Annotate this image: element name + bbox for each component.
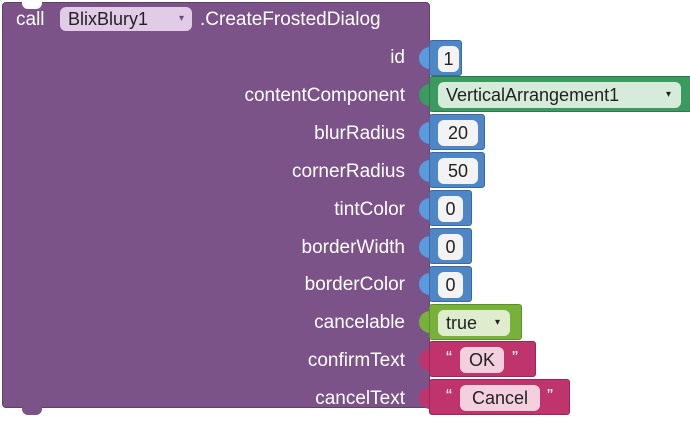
logic-block-cancelable[interactable]: true ▾: [429, 304, 522, 340]
socket-cancelable: [419, 311, 431, 333]
block-top-notch: [22, 2, 42, 9]
socket-content-component: [419, 84, 431, 106]
close-quote-icon: ”: [512, 348, 518, 368]
param-label-border-color: borderColor: [304, 274, 405, 295]
component-dropdown[interactable]: BlixBlury1 ▾: [60, 7, 192, 31]
param-label-blur-radius: blurRadius: [314, 123, 405, 144]
param-label-cancelable: cancelable: [314, 312, 405, 333]
dropdown-arrow-icon: ▾: [494, 317, 500, 328]
call-block[interactable]: [2, 2, 430, 408]
number-block-id[interactable]: 1: [429, 40, 462, 76]
component-field-content[interactable]: VerticalArrangement1 ▾: [438, 82, 681, 108]
param-label-content-component: contentComponent: [244, 85, 405, 106]
param-label-corner-radius: cornerRadius: [292, 161, 405, 182]
text-field-cancel[interactable]: Cancel: [460, 385, 540, 411]
socket-tint-color: [419, 198, 431, 220]
dropdown-arrow-icon: ▾: [178, 13, 184, 24]
socket-id: [419, 47, 431, 69]
component-block-content[interactable]: VerticalArrangement1 ▾: [429, 76, 690, 112]
number-block-tint-color[interactable]: 0: [429, 190, 472, 226]
logic-field-cancelable[interactable]: true ▾: [438, 310, 510, 336]
number-field-tint-color[interactable]: 0: [438, 196, 463, 222]
number-field-blur-radius[interactable]: 20: [438, 120, 478, 146]
param-label-id: id: [390, 47, 405, 68]
number-block-corner-radius[interactable]: 50: [429, 152, 485, 188]
param-label-cancel-text: cancelText: [315, 388, 405, 409]
text-block-confirm[interactable]: “ OK ”: [429, 341, 536, 377]
call-label: call: [16, 9, 45, 30]
method-name: .CreateFrostedDialog: [200, 9, 381, 30]
close-quote-icon: ”: [547, 386, 553, 406]
socket-border-width: [419, 236, 431, 258]
socket-confirm-text: [419, 349, 431, 371]
number-block-border-color[interactable]: 0: [429, 266, 472, 302]
dropdown-arrow-icon: ▾: [665, 89, 671, 100]
socket-corner-radius: [419, 160, 431, 182]
number-field-id[interactable]: 1: [438, 46, 459, 72]
number-field-border-color[interactable]: 0: [438, 272, 463, 298]
open-quote-icon: “: [446, 348, 452, 368]
socket-cancel-text: [419, 387, 431, 409]
socket-blur-radius: [419, 122, 431, 144]
param-label-tint-color: tintColor: [334, 199, 405, 220]
number-block-blur-radius[interactable]: 20: [429, 114, 485, 150]
open-quote-icon: “: [446, 386, 452, 406]
number-block-border-width[interactable]: 0: [429, 228, 472, 264]
socket-border-color: [419, 273, 431, 295]
param-label-border-width: borderWidth: [301, 237, 406, 258]
block-bottom-tab: [22, 407, 42, 415]
logic-field-text: true: [446, 313, 478, 333]
text-field-confirm[interactable]: OK: [460, 347, 504, 373]
param-label-confirm-text: confirmText: [307, 350, 405, 371]
component-field-text: VerticalArrangement1: [446, 85, 620, 105]
number-field-border-width[interactable]: 0: [438, 234, 463, 260]
component-name: BlixBlury1: [68, 9, 149, 29]
text-block-cancel[interactable]: “ Cancel ”: [429, 379, 570, 415]
number-field-corner-radius[interactable]: 50: [438, 158, 478, 184]
